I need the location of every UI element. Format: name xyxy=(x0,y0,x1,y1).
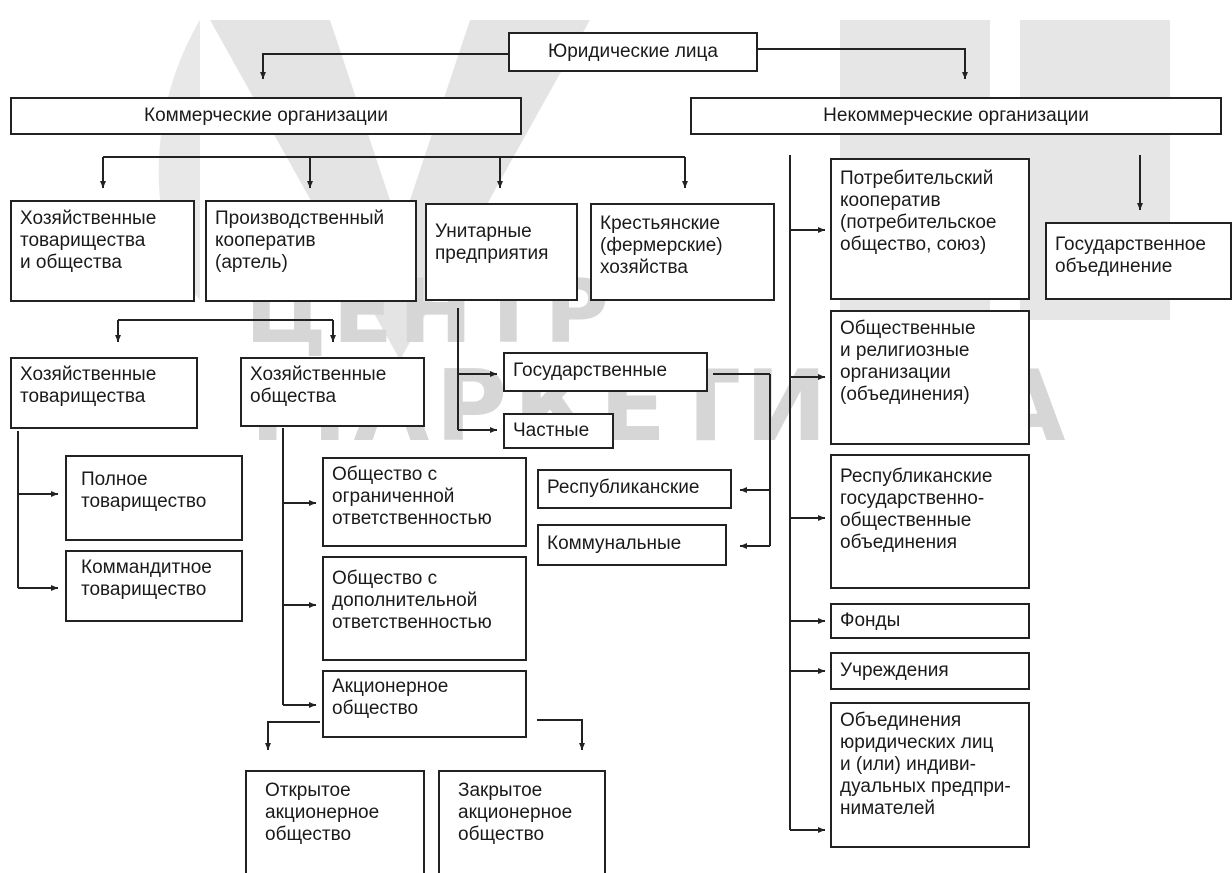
node-open-joint-stock-company: Открытое акционерное общество xyxy=(245,770,425,873)
node-state: Государственные xyxy=(503,352,708,392)
node-institutions: Учреждения xyxy=(830,652,1030,690)
node-unions-of-legal-entities: Объединения юридических лиц и (или) инди… xyxy=(830,702,1030,848)
node-funds: Фонды xyxy=(830,603,1030,639)
node-republican-state-public-associations: Республиканские государственно- обществе… xyxy=(830,454,1030,589)
node-joint-stock-company: Акционерное общество xyxy=(322,670,527,738)
node-limited-partnership: Коммандитное товарищество xyxy=(65,550,243,622)
node-production-cooperative: Производственный кооператив (артель) xyxy=(205,200,417,302)
node-additional-liability-company: Общество с дополнительной ответственност… xyxy=(322,556,527,661)
node-unitary-enterprises: Унитарные предприятия xyxy=(425,203,578,301)
node-republican: Республиканские xyxy=(537,469,732,509)
node-business-partnerships-and-societies: Хозяйственные товарищества и общества xyxy=(10,200,195,302)
node-private: Частные xyxy=(503,413,614,449)
node-limited-liability-company: Общество с ограниченной ответственностью xyxy=(322,457,527,547)
node-public-religious-organizations: Общественные и религиозные организации (… xyxy=(830,310,1030,445)
node-consumer-cooperative: Потребительский кооператив (потребительс… xyxy=(830,158,1030,300)
node-communal: Коммунальные xyxy=(537,524,727,566)
node-commercial-organizations: Коммерческие организации xyxy=(10,97,522,135)
node-business-partnerships: Хозяйственные товарищества xyxy=(10,357,198,429)
node-noncommercial-organizations: Некоммерческие организации xyxy=(690,97,1222,135)
node-legal-entities: Юридические лица xyxy=(508,32,758,72)
node-full-partnership: Полное товарищество xyxy=(65,455,243,541)
node-peasant-farms: Крестьянские (фермерские) хозяйства xyxy=(590,203,775,301)
node-business-societies: Хозяйственные общества xyxy=(240,357,425,427)
node-closed-joint-stock-company: Закрытое акционерное общество xyxy=(438,770,606,873)
node-state-association: Государственное объединение xyxy=(1045,222,1232,300)
